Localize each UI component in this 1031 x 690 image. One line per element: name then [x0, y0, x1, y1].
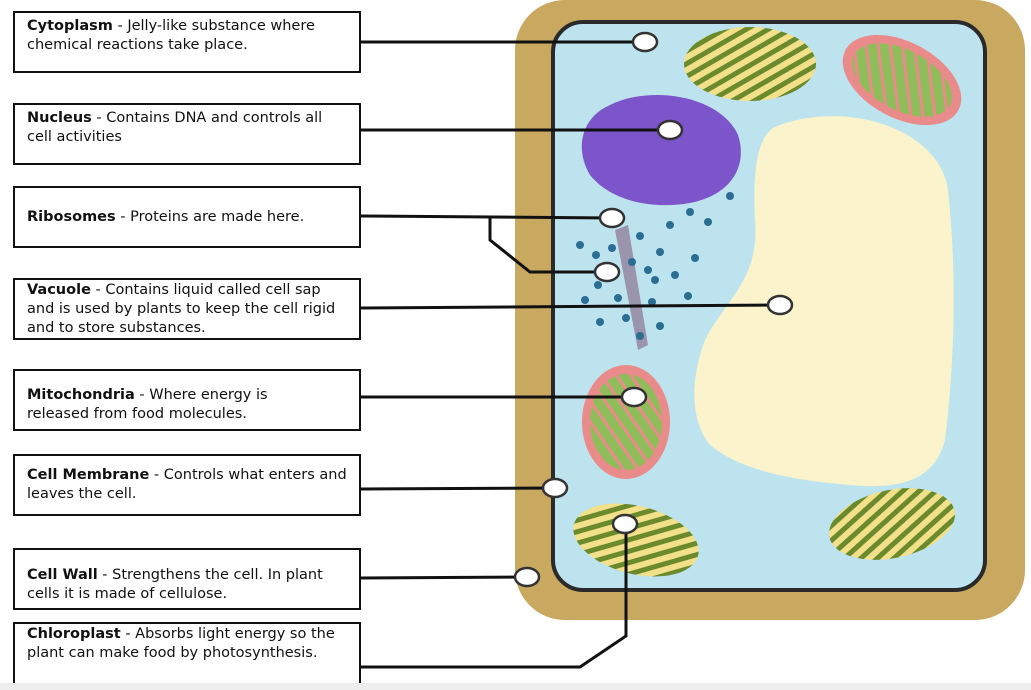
- label-description: - Where energy is released from food mol…: [27, 387, 268, 422]
- label-cell-membrane: Cell Membrane - Controls what enters and…: [13, 454, 361, 516]
- label-vacuole: Vacuole - Contains liquid called cell sa…: [13, 278, 361, 340]
- label-ribosomes: Ribosomes - Proteins are made here.: [13, 186, 361, 248]
- marker-ribosomes-top: [598, 207, 626, 229]
- label-description: - Absorbs light energy so the plant can …: [27, 626, 335, 661]
- marker-nucleus: [656, 119, 684, 141]
- nucleus: [581, 95, 741, 206]
- marker-cell-membrane: [541, 477, 569, 499]
- leader-line-chloroplast: [361, 524, 628, 669]
- mitochondrion-left: [582, 365, 670, 479]
- label-term: Ribosomes: [27, 209, 116, 225]
- marker-vacuole: [766, 294, 794, 316]
- label-description: - Controls what enters and leaves the ce…: [27, 467, 347, 502]
- label-term: Cytoplasm: [27, 18, 113, 34]
- marker-mitochondria: [620, 386, 648, 408]
- chloroplast-bottom-left: [573, 503, 699, 577]
- marker-cytoplasm: [631, 31, 659, 53]
- label-description: - Contains DNA and controls all cell act…: [27, 110, 323, 145]
- leader-line-cell-membrane: [360, 486, 554, 491]
- label-cell-wall: Cell Wall - Strengthens the cell. In pla…: [13, 548, 361, 610]
- leader-line-ribosomes-lower: [488, 216, 607, 274]
- label-cytoplasm: Cytoplasm - Jelly-like substance where c…: [13, 11, 361, 73]
- chloroplast-top: [684, 27, 816, 101]
- label-description: - Proteins are made here.: [115, 209, 305, 225]
- chloroplast-bottom-right: [829, 488, 955, 560]
- label-chloroplast: Chloroplast - Absorbs light energy so th…: [13, 622, 361, 686]
- leader-line-cell-wall: [360, 575, 526, 580]
- label-description: - Strengthens the cell. In plant cells i…: [27, 567, 323, 602]
- label-term: Cell Wall: [27, 567, 98, 583]
- mitochondrion-top-right: [842, 34, 962, 126]
- label-nucleus: Nucleus - Contains DNA and controls all …: [13, 103, 361, 165]
- marker-cell-wall: [513, 566, 541, 588]
- ribosomes: [576, 192, 734, 350]
- label-term: Mitochondria: [27, 387, 135, 403]
- label-description: - Contains liquid called cell sap and is…: [27, 282, 336, 336]
- label-term: Chloroplast: [27, 626, 121, 642]
- leader-line-ribosomes-top: [360, 214, 613, 220]
- label-description: - Jelly-like substance where chemical re…: [27, 18, 315, 53]
- marker-ribosomes-lower: [593, 261, 621, 283]
- label-mitochondria: Mitochondria - Where energy is released …: [13, 369, 361, 431]
- label-term: Vacuole: [27, 282, 91, 298]
- label-term: Cell Membrane: [27, 467, 150, 483]
- vacuole: [694, 116, 954, 487]
- label-term: Nucleus: [27, 110, 92, 126]
- leader-line-vacuole: [360, 303, 781, 310]
- marker-chloroplast: [611, 513, 639, 535]
- bottom-strip: [0, 683, 1031, 690]
